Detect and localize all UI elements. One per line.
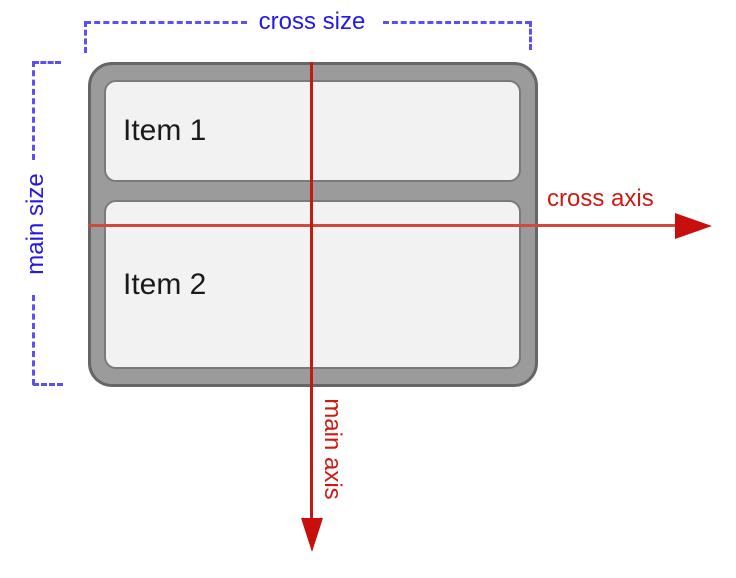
main-size-label: main size — [22, 173, 49, 275]
cross-size-bracket-left-tick — [84, 21, 87, 53]
main-axis-label: main axis — [319, 398, 346, 500]
cross-axis-line — [88, 224, 676, 227]
main-size-bracket-top-tick — [33, 61, 61, 64]
cross-axis-arrowhead-icon — [675, 213, 712, 239]
cross-size-bracket-right-segment — [383, 21, 531, 24]
main-size-bracket-top-segment — [32, 61, 35, 160]
main-size-bracket-bottom-segment — [32, 295, 35, 385]
cross-axis-label: cross axis — [547, 185, 654, 212]
flex-item-1-label: Item 1 — [123, 114, 207, 147]
main-axis-arrowhead-icon — [301, 518, 323, 552]
main-size-bracket-bottom-tick — [33, 383, 63, 386]
flex-item-2-label: Item 2 — [123, 267, 207, 301]
cross-size-label: cross size — [258, 8, 366, 35]
cross-size-bracket-left-segment — [85, 21, 247, 24]
main-axis-line — [310, 62, 313, 518]
cross-size-bracket-right-tick — [529, 21, 532, 50]
